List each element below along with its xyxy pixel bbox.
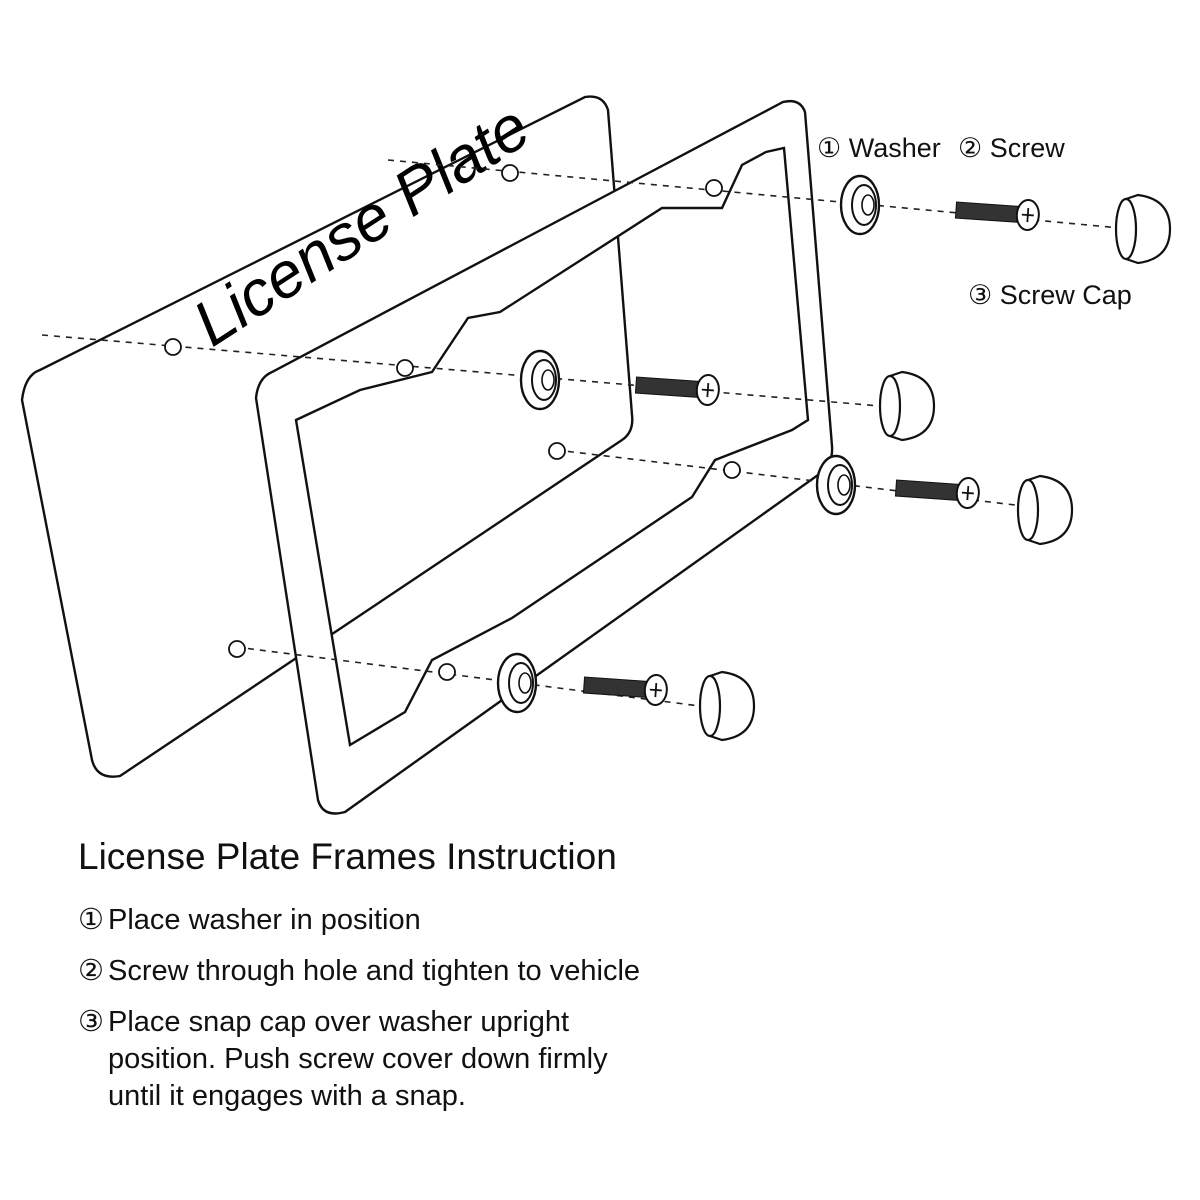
step-number: ② (78, 955, 104, 987)
hole (228, 640, 246, 658)
step-number: ③ (78, 1006, 104, 1038)
screw-cap-icon (1114, 193, 1172, 265)
hole (705, 179, 723, 197)
hole (164, 338, 182, 356)
screw-cap-icon (698, 670, 756, 742)
washer-icon (519, 349, 561, 411)
instructions-title: License Plate Frames Instruction (78, 836, 617, 877)
screw-icon (894, 477, 980, 510)
step-text: Screw through hole and tighten to vehicl… (108, 955, 641, 987)
legend-screw: ② Screw (958, 133, 1065, 163)
screw-icon (954, 199, 1040, 232)
screw-icon (634, 374, 720, 407)
alignment-line-upper-left (41, 334, 881, 407)
hole (396, 359, 414, 377)
screw-icon (582, 674, 668, 707)
legend-washer: ① Washer (817, 133, 941, 163)
step-text: Place snap cap over washer upright posit… (108, 1006, 608, 1112)
hole (438, 663, 456, 681)
screw-cap-icon (878, 370, 936, 442)
washer-icon (815, 454, 857, 516)
hole (501, 164, 519, 182)
hole (548, 442, 566, 460)
legend-screw-cap: ③ Screw Cap (968, 280, 1132, 310)
instruction-step: ① Place washer in position (78, 902, 1128, 939)
washer-icon (839, 174, 881, 236)
step-number: ① (78, 904, 104, 936)
instruction-step: ② Screw through hole and tighten to vehi… (78, 953, 1128, 990)
instruction-step: ③ Place snap cap over washer upright pos… (78, 1004, 1128, 1115)
exploded-assembly-diagram: License Plate (20, 90, 1172, 815)
instructions-section: License Plate Frames Instruction ① Place… (78, 836, 1128, 1129)
washer-icon (496, 652, 538, 714)
hole (723, 461, 741, 479)
screw-cap-icon (1016, 474, 1074, 546)
step-text: Place washer in position (108, 904, 421, 936)
